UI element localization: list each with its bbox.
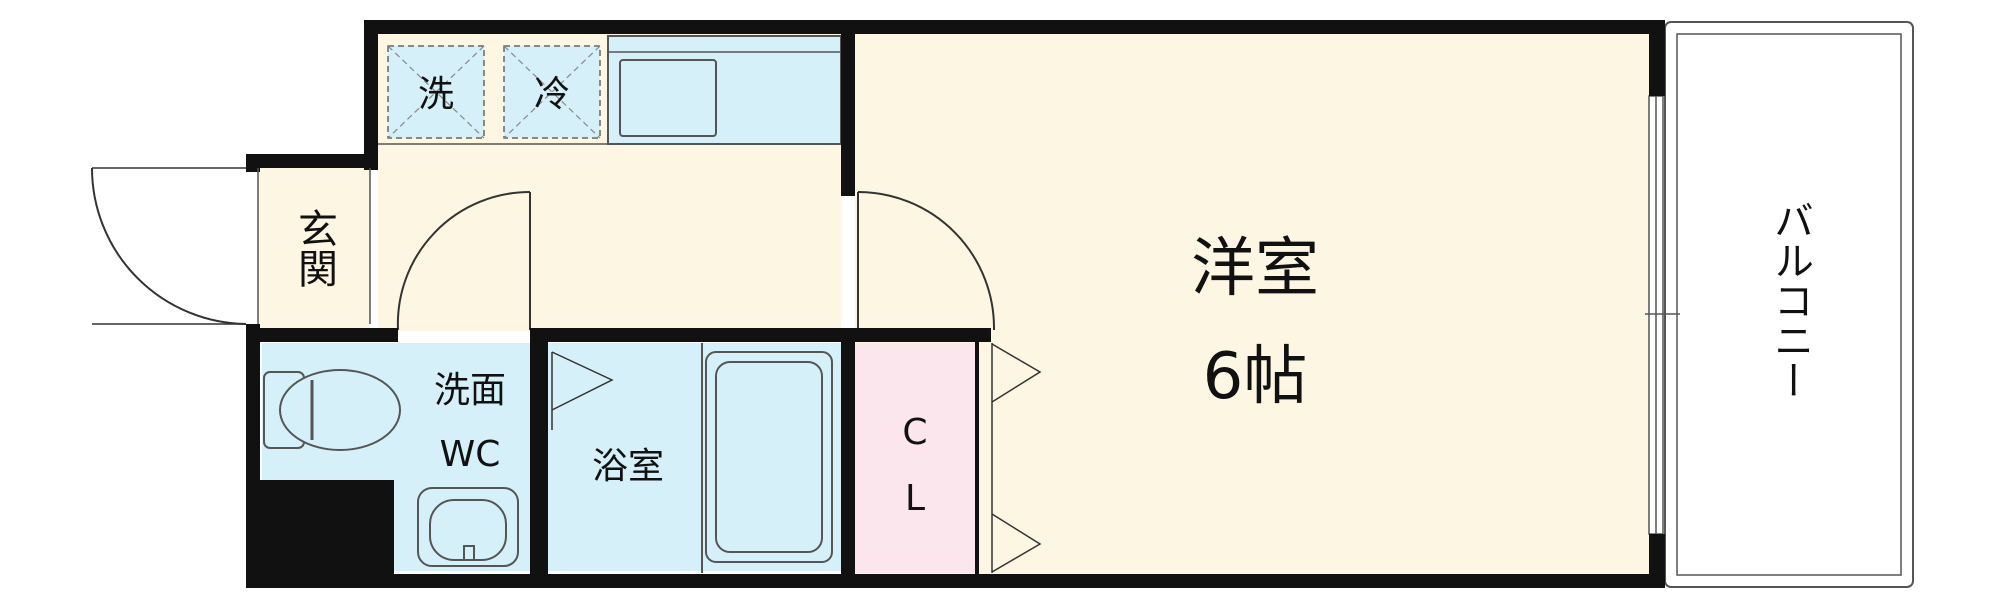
wash-basin-icon (417, 487, 519, 567)
balcony (1664, 21, 1914, 588)
fridge-spot (503, 45, 601, 139)
toilet-icon (263, 369, 401, 451)
closet-floor (855, 343, 975, 573)
closet-label-c: C (902, 412, 927, 453)
entrance-label: 玄関 (291, 208, 337, 288)
washroom-label: 洗面 (434, 370, 506, 411)
bath-label: 浴室 (592, 446, 664, 487)
bath-door[interactable] (551, 351, 614, 430)
western-room-floor (855, 34, 1659, 574)
washroom-door[interactable] (396, 190, 531, 331)
kitchen-counter (607, 35, 842, 145)
balcony-label: バルコニー (1767, 200, 1813, 400)
washer-spot (387, 45, 485, 139)
front-door[interactable] (91, 167, 247, 325)
wc-label: WC (440, 434, 501, 475)
western-room-size: 6帖 (1203, 340, 1308, 414)
room-door[interactable] (857, 191, 996, 331)
fridge-label: 冷 (534, 74, 570, 115)
entrance-floor (258, 166, 370, 331)
closet-label-l: L (905, 478, 925, 519)
bathtub-icon (705, 351, 833, 563)
pipe-shaft (246, 480, 394, 588)
western-room-label: 洋室 (1191, 232, 1319, 306)
walls (246, 20, 1665, 588)
washer-label: 洗 (418, 74, 454, 115)
